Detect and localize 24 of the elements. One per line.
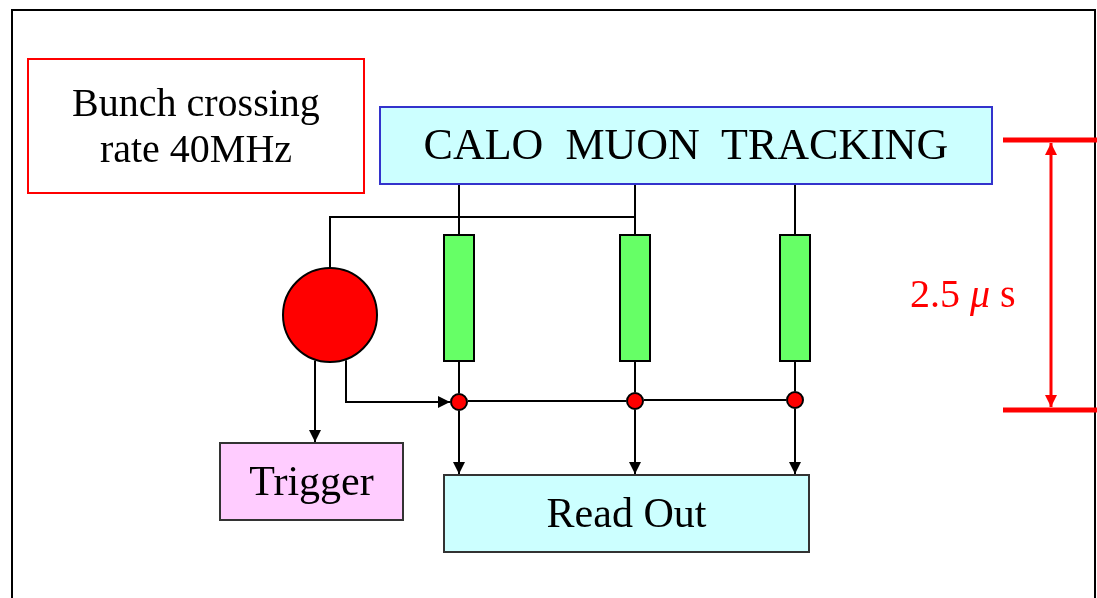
connector-line xyxy=(794,184,796,235)
arrow xyxy=(345,359,451,408)
rate-note-box: Bunch crossing rate 40MHz xyxy=(27,58,365,194)
connector-line xyxy=(458,361,460,394)
arrow xyxy=(629,409,641,475)
connector-line xyxy=(642,399,787,401)
junction-dot xyxy=(626,392,644,410)
arrow xyxy=(789,408,801,475)
arrow xyxy=(309,359,321,443)
pipeline-bar xyxy=(619,234,651,362)
connector-line xyxy=(458,184,460,235)
connector-line xyxy=(634,361,636,393)
trigger-box: Trigger xyxy=(219,442,404,521)
connector-line xyxy=(466,400,627,402)
pipeline-bar xyxy=(779,234,811,362)
junction-dot xyxy=(450,393,468,411)
pipeline-bar xyxy=(443,234,475,362)
detector-box: CALO MUON TRACKING xyxy=(379,106,993,185)
connector-line xyxy=(794,361,796,392)
dimension-label: 2.5 μ s xyxy=(910,270,1016,317)
arrow xyxy=(453,410,465,475)
trigger-logic-circle xyxy=(282,267,378,363)
junction-dot xyxy=(786,391,804,409)
readout-box: Read Out xyxy=(443,474,810,553)
